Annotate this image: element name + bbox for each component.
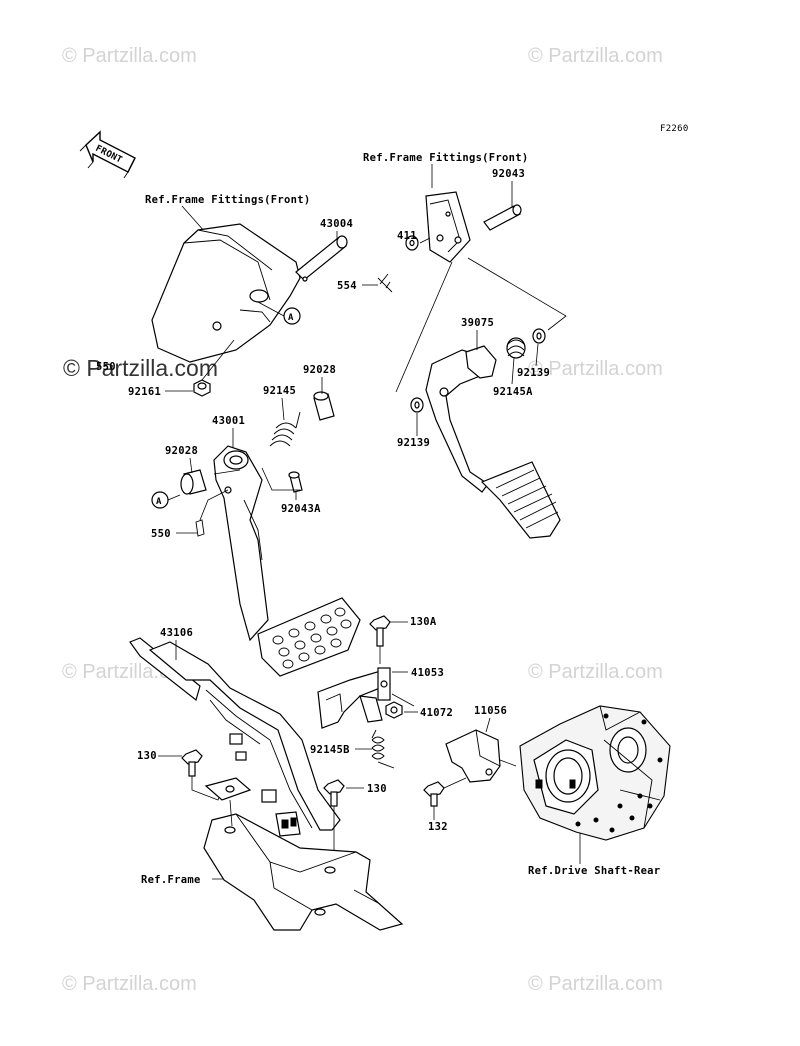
watermark: © Partzilla.com xyxy=(528,358,663,380)
part-number-11056: 11056 xyxy=(474,705,507,717)
brake-pedal-43001 xyxy=(213,445,361,677)
frame-bracket-right xyxy=(425,191,471,263)
part-number-92139-right: 92139 xyxy=(517,367,550,379)
callout-a-top: A xyxy=(283,307,301,325)
frame-bracket-left xyxy=(151,223,301,363)
spring-92145A xyxy=(506,337,526,359)
bracket-41053 xyxy=(317,667,391,729)
part-number-92161: 92161 xyxy=(128,386,161,398)
washer-92139-left xyxy=(410,397,424,413)
part-number-43001: 43001 xyxy=(212,415,245,427)
ref-drive-shaft: Ref.Drive Shaft-Rear xyxy=(528,865,660,877)
watermark: © Partzilla.com xyxy=(528,45,663,67)
washer-92139-right xyxy=(532,328,546,344)
part-number-92145A: 92145A xyxy=(493,386,533,398)
bushing-92028-top xyxy=(313,391,335,421)
mount-39075 xyxy=(465,345,497,379)
part-number-132: 132 xyxy=(428,821,448,833)
part-number-92145B: 92145B xyxy=(310,744,350,756)
watermark: © Partzilla.com xyxy=(62,45,197,67)
ref-frame: Ref.Frame xyxy=(141,874,201,886)
watermark: © Partzilla.com xyxy=(528,973,663,995)
front-arrow-icon: FRONT xyxy=(79,130,136,179)
bushing-92028-left xyxy=(180,469,207,495)
ref-frame-fittings-right: Ref.Frame Fittings(Front) xyxy=(363,152,529,164)
part-number-92043: 92043 xyxy=(492,168,525,180)
pin-43004 xyxy=(295,235,348,282)
part-number-554: 554 xyxy=(337,280,357,292)
part-number-43004: 43004 xyxy=(320,218,353,230)
part-number-92145: 92145 xyxy=(263,385,296,397)
part-number-39075: 39075 xyxy=(461,317,494,329)
lever-11056 xyxy=(445,729,501,783)
washer-411 xyxy=(405,235,419,251)
pin-92043 xyxy=(483,204,522,231)
part-number-92028-top: 92028 xyxy=(303,364,336,376)
watermark: © Partzilla.com xyxy=(528,661,663,683)
bolt-130-left xyxy=(181,749,203,777)
callout-a-left: A xyxy=(151,491,169,509)
spring-92145 xyxy=(269,411,301,447)
bolt-130A xyxy=(369,615,391,647)
part-number-411: 411 xyxy=(397,230,417,242)
svg-text:A: A xyxy=(288,313,294,323)
part-number-92043A: 92043A xyxy=(281,503,321,515)
pin-92043A xyxy=(288,471,303,493)
svg-text:A: A xyxy=(156,497,162,507)
watermark: © Partzilla.com xyxy=(62,973,197,995)
bolt-132 xyxy=(423,781,445,807)
part-number-550-top: 550 xyxy=(96,361,116,373)
part-number-130-left: 130 xyxy=(137,750,157,762)
ref-frame-fittings-left: Ref.Frame Fittings(Front) xyxy=(145,194,311,206)
part-number-130-right: 130 xyxy=(367,783,387,795)
cotter-pin-554 xyxy=(377,273,393,293)
part-number-41053: 41053 xyxy=(411,667,444,679)
part-number-43106: 43106 xyxy=(160,627,193,639)
part-number-41072: 41072 xyxy=(420,707,453,719)
part-number-550: 550 xyxy=(151,528,171,540)
diagram-code: F2260 xyxy=(660,124,689,134)
nut-92161 xyxy=(193,379,211,397)
part-number-92028-left: 92028 xyxy=(165,445,198,457)
parking-brake-lever-43106 xyxy=(129,637,341,837)
spring-92145B xyxy=(371,729,395,769)
drive-shaft-housing xyxy=(519,705,671,841)
nut-41072 xyxy=(385,701,403,719)
frame-bottom xyxy=(203,813,404,931)
part-number-130A: 130A xyxy=(410,616,437,628)
part-number-92139-left: 92139 xyxy=(397,437,430,449)
cotter-pin-550 xyxy=(195,519,205,537)
